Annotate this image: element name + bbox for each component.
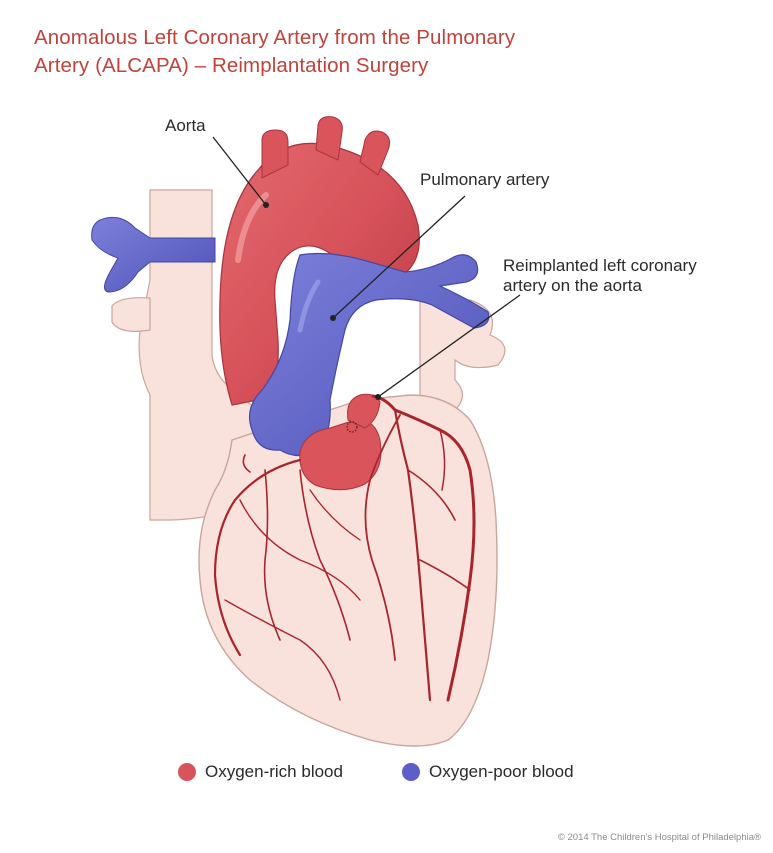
aortic-root — [299, 419, 382, 491]
diagram-title: Anomalous Left Coronary Artery from the … — [34, 24, 654, 80]
coronary-vessels — [213, 394, 476, 702]
callout-dots — [263, 202, 381, 400]
oxygen-poor-dot-icon — [402, 763, 420, 781]
legend-item-oxygen-rich: Oxygen-rich blood — [178, 762, 343, 782]
aortic-branch-1 — [261, 129, 289, 179]
aortic-branch-2 — [315, 116, 343, 161]
left-pulmonary-branch — [91, 216, 216, 293]
label-reimplanted-line-2: artery on the aorta — [503, 276, 642, 295]
left-tissue-lobe — [111, 297, 151, 332]
callout-lines — [212, 136, 521, 398]
legend: Oxygen-rich blood Oxygen-poor blood — [0, 762, 773, 786]
aorta-arch — [219, 142, 420, 406]
aortic-branch-3 — [359, 130, 390, 176]
heart-body — [198, 394, 498, 747]
legend-label-oxygen-rich: Oxygen-rich blood — [205, 762, 343, 781]
label-reimplanted-line-1: Reimplanted left coronary — [503, 256, 697, 275]
title-line-1: Anomalous Left Coronary Artery from the … — [34, 26, 516, 49]
legend-label-oxygen-poor: Oxygen-poor blood — [429, 762, 574, 781]
title-line-2: Artery (ALCAPA) – Reimplantation Surgery — [34, 54, 429, 77]
legend-item-oxygen-poor: Oxygen-poor blood — [402, 762, 574, 782]
label-pulmonary-artery: Pulmonary artery — [420, 170, 550, 189]
vena-cava — [138, 189, 263, 521]
oxygen-rich-dot-icon — [178, 763, 196, 781]
label-aorta: Aorta — [165, 116, 206, 135]
copyright-notice: © 2014 The Children's Hospital of Philad… — [557, 832, 761, 843]
right-tissue-lobes — [419, 299, 506, 411]
